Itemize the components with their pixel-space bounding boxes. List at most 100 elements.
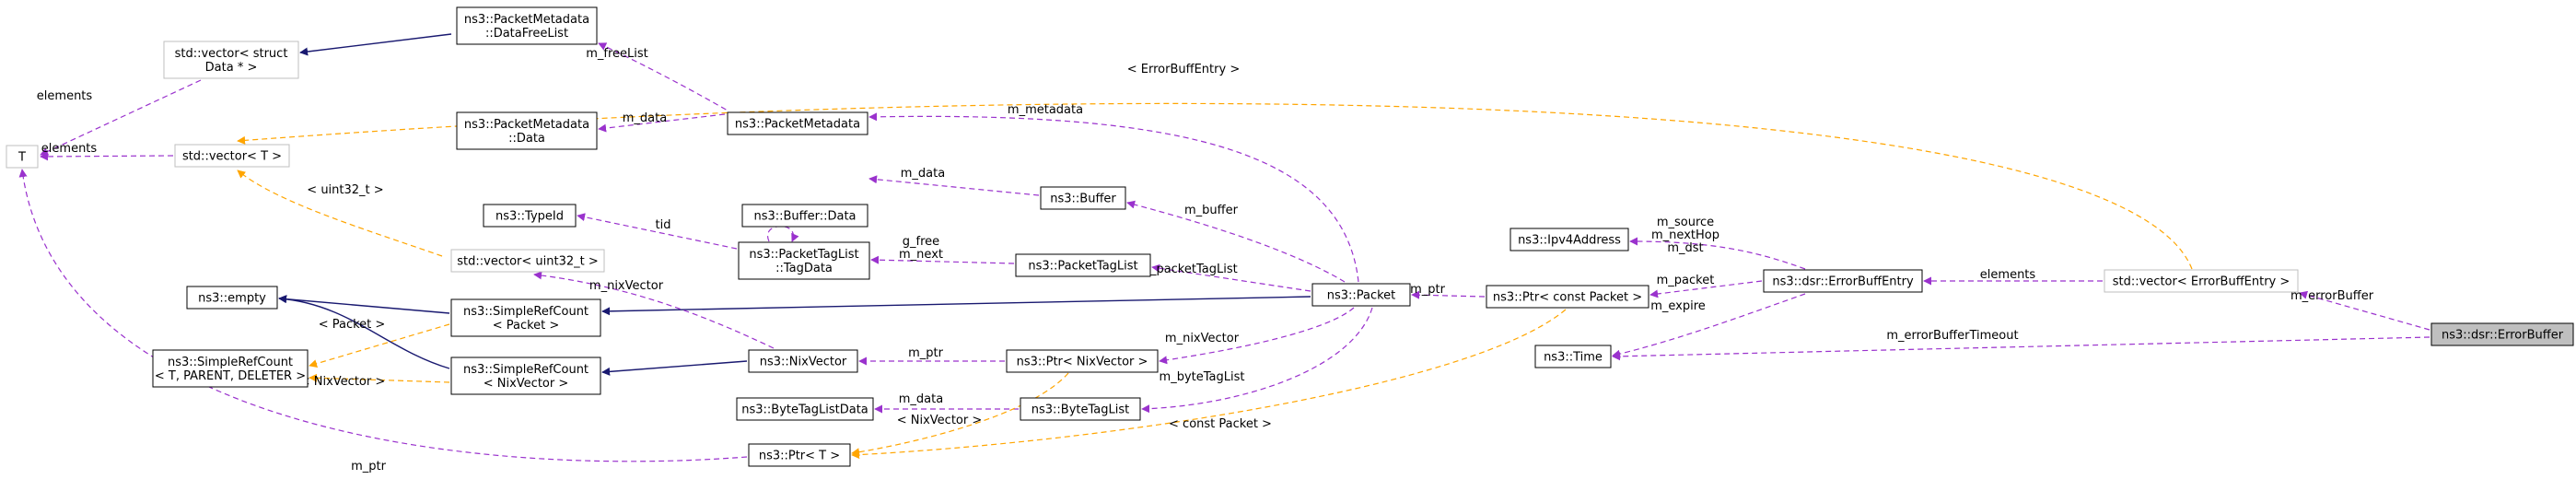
edge-label-m-byteTagList: m_byteTagList xyxy=(1160,370,1245,384)
class-node-ptr-nix[interactable]: ns3::Ptr< NixVector > xyxy=(1006,349,1159,373)
class-node-packet[interactable]: ns3::Packet xyxy=(1311,283,1411,307)
node-label: ns3::PacketMetadata xyxy=(464,13,589,27)
edge-packet-tmpl xyxy=(309,323,450,368)
node-label: ns3::Packet xyxy=(1327,289,1396,303)
class-node-vec-T[interactable]: std::vector< T > xyxy=(174,144,290,168)
node-label: < T, PARENT, DELETER > xyxy=(155,369,306,383)
node-label: ns3::SimpleRefCount xyxy=(463,363,589,377)
class-node-ptr-const-packet[interactable]: ns3::Ptr< const Packet > xyxy=(1486,285,1649,309)
edge-label-m-nixVector-top: m_nixVector xyxy=(589,279,664,293)
edge-const-packet-tmpl xyxy=(851,309,1567,460)
edge-ptr-m_ptr xyxy=(1411,290,1486,299)
edge-srcpacket-empty xyxy=(278,295,450,314)
class-node-errbuffer[interactable]: ns3::dsr::ErrorBuffer xyxy=(2430,322,2574,346)
node-box xyxy=(1509,228,1629,251)
node-box xyxy=(163,41,299,79)
node-box xyxy=(483,204,577,228)
node-box xyxy=(736,397,874,421)
edge-ptrT-m_ptr xyxy=(18,169,748,462)
class-node-time[interactable]: ns3::Time xyxy=(1534,345,1612,368)
edge-srcnix-empty xyxy=(278,295,450,369)
edge-label-m-metadata: m_metadata xyxy=(1008,103,1083,117)
node-label: < Packet > xyxy=(493,319,560,333)
node-box xyxy=(741,204,868,228)
edge-ptl-g_free xyxy=(870,255,1015,264)
node-box xyxy=(1006,349,1159,373)
edge-label-m-ptr-packet: m_ptr xyxy=(1410,283,1446,297)
node-label: ns3::PacketTagList xyxy=(749,248,858,262)
class-node-ipv4[interactable]: ns3::Ipv4Address xyxy=(1509,228,1629,251)
class-node-pm[interactable]: ns3::PacketMetadata xyxy=(727,111,868,135)
node-label: ns3::Ptr< const Packet > xyxy=(1493,291,1642,305)
edge-errbuf-ipv4 xyxy=(1629,237,1806,270)
class-node-bytetaglistdata[interactable]: ns3::ByteTagListData xyxy=(736,397,874,421)
edge-errbuffer-timeout xyxy=(1612,336,2430,361)
node-box xyxy=(748,443,851,467)
edge-label-m-data-btl: m_data xyxy=(899,392,943,406)
node-label: std::vector< struct xyxy=(175,47,288,61)
node-label: ns3::TypeId xyxy=(495,210,564,224)
edge-label-errbuffentry-tmpl: < ErrorBuffEntry > xyxy=(1127,63,1240,76)
node-label: ns3::empty xyxy=(198,292,266,306)
node-label: ns3::Ptr< T > xyxy=(759,450,840,463)
class-node-ptr-T[interactable]: ns3::Ptr< T > xyxy=(748,443,851,467)
node-label: ns3::NixVector xyxy=(760,356,847,369)
edge-label-g-free-next: g_free xyxy=(903,235,939,249)
node-label: ::DataFreeList xyxy=(485,27,568,41)
class-node-vec-u32[interactable]: std::vector< uint32_t > xyxy=(450,249,605,273)
edge-errbuffentry-tmpl xyxy=(237,102,2193,270)
node-box xyxy=(6,145,39,169)
edge-packet-m_byteTagList xyxy=(1141,307,1373,414)
class-node-packettaglist[interactable]: ns3::PacketTagList xyxy=(1015,253,1151,277)
node-box xyxy=(186,286,278,310)
class-node-src-packet[interactable]: ns3::SimpleRefCount< Packet > xyxy=(450,298,601,337)
node-box xyxy=(450,298,601,337)
edge-buffer-m_data xyxy=(868,175,1040,196)
edge-tagdata-next xyxy=(766,225,799,242)
class-node-bytetaglist[interactable]: ns3::ByteTagList xyxy=(1020,397,1141,421)
class-node-buffer[interactable]: ns3::Buffer xyxy=(1040,186,1126,210)
class-node-buffer-data[interactable]: ns3::Buffer::Data xyxy=(741,204,868,228)
node-label: T xyxy=(17,151,26,165)
class-node-errbuffentry[interactable]: ns3::dsr::ErrorBuffEntry xyxy=(1763,269,1923,293)
node-box xyxy=(456,111,598,150)
class-node-typeid[interactable]: ns3::TypeId xyxy=(483,204,577,228)
class-node-src-tpd[interactable]: ns3::SimpleRefCount< T, PARENT, DELETER … xyxy=(152,349,309,388)
edge-label-nix-tmpl: < NixVector > xyxy=(300,375,386,389)
class-node-src-nix[interactable]: ns3::SimpleRefCount< NixVector > xyxy=(450,357,601,395)
edge-packet-m_metadata xyxy=(868,112,1359,283)
edge-vecstruct-to-freelist xyxy=(299,33,452,56)
edge-vecT-elements-T xyxy=(40,152,174,161)
edge-label-m-packet: m_packet xyxy=(1657,274,1715,287)
node-label: std::vector< ErrorBuffEntry > xyxy=(2113,275,2290,289)
edge-label-m-ptr-nix: m_ptr xyxy=(908,346,944,360)
class-node-pm-data[interactable]: ns3::PacketMetadata::Data xyxy=(456,111,598,150)
node-box xyxy=(2430,322,2574,346)
edge-packet-m_buffer xyxy=(1126,200,1346,283)
edge-nix-srcnix xyxy=(601,360,748,376)
edge-label-elements-mid: elements xyxy=(41,142,98,156)
edge-errbuf-m_expire xyxy=(1612,293,1806,358)
node-label: ::Data xyxy=(508,132,545,146)
class-node-T[interactable]: T xyxy=(6,145,39,169)
node-label: ns3::dsr::ErrorBuffer xyxy=(2442,329,2564,343)
class-node-empty[interactable]: ns3::empty xyxy=(186,286,278,310)
edge-label-m-data-pm: m_data xyxy=(623,111,667,125)
edge-label-m-freeList: m_freeList xyxy=(586,47,648,61)
node-box xyxy=(748,349,858,373)
class-node-vec-err[interactable]: std::vector< ErrorBuffEntry > xyxy=(2104,269,2299,293)
edge-label-m-buffer: m_buffer xyxy=(1184,204,1239,217)
node-box xyxy=(2104,269,2299,293)
edge-label-m-packetTagList: m_packetTagList xyxy=(1138,263,1237,276)
class-node-tagdata[interactable]: ns3::PacketTagList::TagData xyxy=(738,241,870,280)
class-node-nixvector[interactable]: ns3::NixVector xyxy=(748,349,858,373)
node-box xyxy=(1311,283,1411,307)
class-node-free-list[interactable]: ns3::PacketMetadata::DataFreeList xyxy=(456,6,598,45)
edge-uint32-tmpl xyxy=(237,170,443,257)
node-box xyxy=(738,241,870,280)
node-label: std::vector< uint32_t > xyxy=(457,255,599,269)
node-label: ns3::ByteTagList xyxy=(1032,403,1129,417)
node-label: < NixVector > xyxy=(484,377,569,391)
